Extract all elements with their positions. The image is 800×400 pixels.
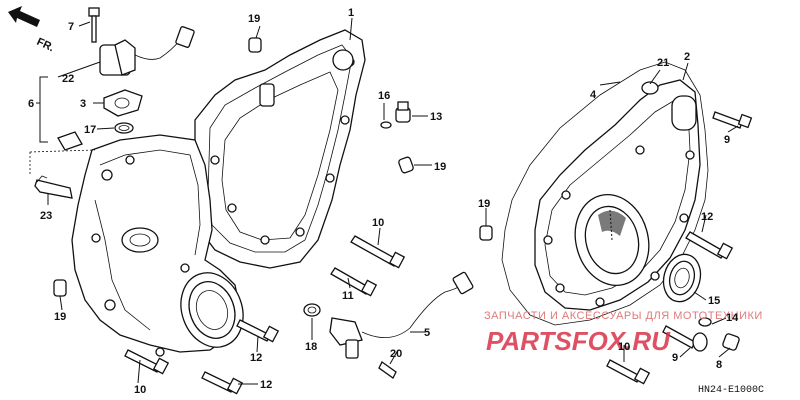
callout-4: 4 xyxy=(590,89,597,101)
callout-19-left: 19 xyxy=(54,311,66,323)
callout-10-middle: 10 xyxy=(372,217,384,229)
callout-6: 6 xyxy=(28,98,34,110)
right-crankcase-half xyxy=(501,61,709,326)
drain-plug xyxy=(380,101,411,129)
callout-18: 18 xyxy=(305,341,317,353)
watermark-brand: PARTSFOX.RU xyxy=(486,326,671,356)
callout-12-left: 12 xyxy=(250,352,262,364)
callout-labels: 1 2 3 4 5 6 7 8 9 9 10 10 10 11 12 12 12… xyxy=(28,7,739,396)
callout-7: 7 xyxy=(68,21,74,33)
callout-1: 1 xyxy=(348,7,354,19)
clip-part xyxy=(34,175,73,199)
callout-15: 15 xyxy=(708,295,720,307)
callout-19-far-right: 19 xyxy=(478,198,490,210)
left-crankcase-half xyxy=(29,29,366,357)
callout-21: 21 xyxy=(657,57,669,69)
oil-seal xyxy=(662,253,702,303)
callout-19-right: 19 xyxy=(434,161,446,173)
dowel-pins xyxy=(53,37,493,297)
callout-10-bottom-left: 10 xyxy=(134,384,146,396)
callout-5: 5 xyxy=(424,327,430,339)
front-direction-label: FR. xyxy=(35,36,56,54)
callout-13: 13 xyxy=(430,111,442,123)
watermark-subtitle: ЗАПЧАСТИ И АКСЕССУАРЫ ДЛЯ МОТОТЕХНИКИ xyxy=(484,310,763,322)
callout-17: 17 xyxy=(84,124,96,136)
callout-3: 3 xyxy=(80,98,86,110)
front-direction-arrow: FR. xyxy=(8,6,56,54)
callout-12-bottom: 12 xyxy=(260,379,272,391)
diagram-code: HN24-E1000C xyxy=(698,385,764,396)
callout-14: 14 xyxy=(726,312,739,324)
speed-sensor xyxy=(303,271,474,379)
callout-16: 16 xyxy=(378,90,390,102)
callout-23: 23 xyxy=(40,210,52,222)
callout-19-top: 19 xyxy=(248,13,260,25)
watermark: ЗАПЧАСТИ И АКСЕССУАРЫ ДЛЯ МОТОТЕХНИКИ PA… xyxy=(484,310,763,356)
callout-12-right: 12 xyxy=(701,211,713,223)
bolts xyxy=(124,111,753,395)
callout-8: 8 xyxy=(716,359,722,371)
callout-2: 2 xyxy=(684,51,690,63)
callout-9-bottom: 9 xyxy=(672,352,678,364)
callout-11: 11 xyxy=(342,290,354,302)
sensor-assembly xyxy=(57,7,195,151)
callout-10-bottom-right: 10 xyxy=(618,341,630,353)
callout-9-top: 9 xyxy=(724,134,730,146)
leader-lines xyxy=(36,17,739,385)
callout-22: 22 xyxy=(62,73,74,85)
callout-20: 20 xyxy=(390,348,402,360)
